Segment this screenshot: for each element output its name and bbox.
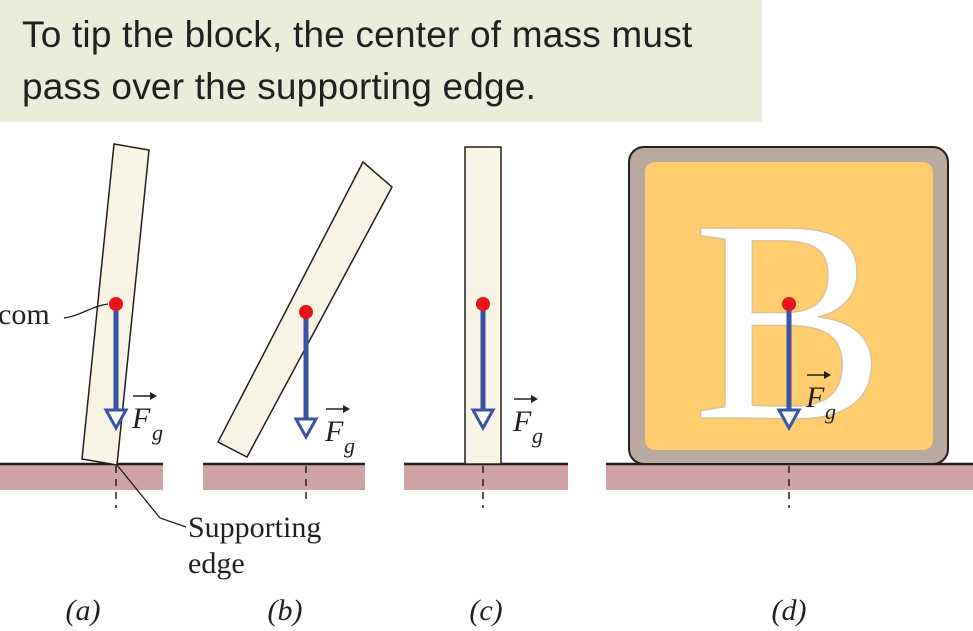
com-dot-d	[782, 297, 796, 311]
floor-a	[0, 464, 163, 490]
force-symbol-c: F	[512, 405, 532, 438]
force-label-d: F g	[805, 371, 836, 424]
floor-b	[203, 464, 365, 490]
panel-label-a: (a)	[66, 594, 101, 627]
force-arrowhead-a	[103, 408, 129, 432]
force-symbol-d: F	[805, 381, 825, 414]
com-leader-line	[63, 303, 109, 319]
floor-c	[404, 464, 568, 490]
force-label-b: F g	[324, 405, 355, 458]
caption-line-1: To tip the block, the center of mass mus…	[22, 14, 693, 55]
supporting-edge-label-line2: edge	[188, 547, 245, 580]
force-symbol-a: F	[131, 402, 151, 435]
supporting-edge-label-line1: Supporting	[188, 511, 321, 544]
com-dot-a	[109, 297, 123, 311]
panel-label-d: (d)	[772, 594, 807, 627]
com-dot-b	[299, 305, 313, 319]
force-arrowhead-b	[293, 417, 319, 441]
force-label-c: F g	[512, 395, 543, 448]
force-subscript-c: g	[532, 423, 543, 448]
force-arrowhead-c	[470, 408, 496, 432]
force-subscript-a: g	[152, 420, 163, 445]
panel-label-b: (b)	[268, 594, 303, 627]
force-subscript-d: g	[825, 399, 836, 424]
panel-label-c: (c)	[469, 594, 502, 627]
force-symbol-b: F	[324, 415, 344, 448]
com-label: com	[0, 298, 50, 331]
caption-line-2: pass over the supporting edge.	[22, 66, 537, 107]
caption-box: To tip the block, the center of mass mus…	[0, 0, 762, 122]
supporting-edge-leader	[116, 464, 187, 528]
com-dot-c	[476, 297, 490, 311]
force-arrowhead-d	[776, 408, 802, 432]
force-label-a: F g	[131, 392, 163, 445]
force-subscript-b: g	[344, 433, 355, 458]
